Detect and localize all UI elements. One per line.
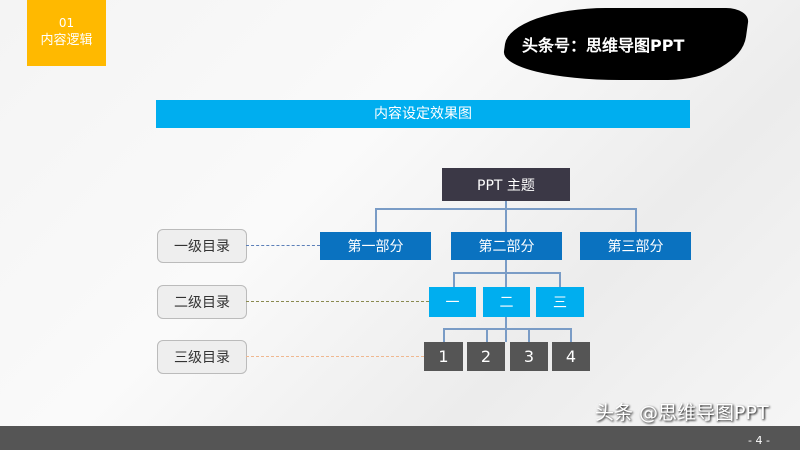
level-label: 三级目录 — [157, 340, 247, 374]
level2-node: 一 — [429, 287, 476, 317]
level2-node: 三 — [536, 287, 584, 317]
dashed-guide — [246, 356, 424, 357]
connector — [528, 328, 530, 342]
connector — [443, 328, 572, 330]
level-label: 一级目录 — [157, 229, 247, 263]
level3-node: 1 — [424, 342, 463, 371]
footer-bar — [0, 426, 800, 450]
connector — [570, 328, 572, 342]
connector — [453, 272, 455, 287]
level1-node: 第二部分 — [451, 232, 562, 260]
level1-node: 第一部分 — [320, 232, 431, 260]
level3-node: 2 — [467, 342, 505, 371]
dashed-guide — [246, 245, 320, 246]
level3-node: 3 — [510, 342, 548, 371]
connector — [486, 328, 488, 342]
connector — [375, 208, 637, 210]
banner-title: 内容设定效果图 — [156, 100, 690, 128]
level3-node: 4 — [552, 342, 590, 371]
level-label: 二级目录 — [157, 285, 247, 319]
dashed-guide — [246, 301, 429, 302]
page-number: - 4 - — [748, 434, 770, 447]
connector — [375, 208, 377, 232]
watermark: 头条 @思维导图PPT — [595, 402, 769, 424]
connector — [635, 208, 637, 232]
section-tag: 01 内容逻辑 — [27, 0, 106, 66]
root-node: PPT 主题 — [442, 168, 570, 201]
level2-node: 二 — [483, 287, 530, 317]
level1-node: 第三部分 — [580, 232, 691, 260]
connector — [505, 201, 507, 232]
brand-title: 头条号：思维导图PPT — [522, 36, 685, 55]
section-number: 01 — [58, 16, 75, 30]
connector — [559, 272, 561, 287]
section-title: 内容逻辑 — [40, 33, 93, 48]
connector — [443, 328, 445, 342]
connector — [453, 272, 561, 274]
